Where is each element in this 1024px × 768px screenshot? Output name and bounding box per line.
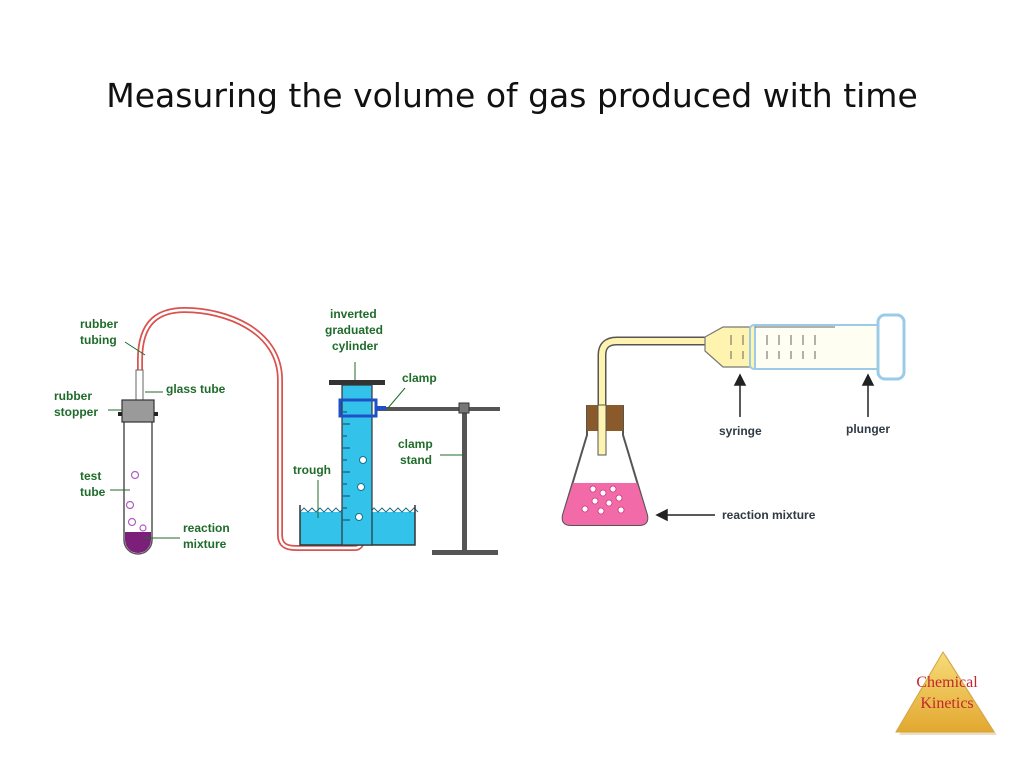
badge-triangle — [895, 651, 995, 733]
label-inverted-cylinder-1: inverted — [330, 307, 377, 321]
label-rubber-stopper-1: rubber — [54, 389, 92, 403]
label-rubber-tubing-1: rubber — [80, 317, 118, 331]
label-inverted-cylinder-2: graduated — [325, 323, 383, 337]
label-clamp: clamp — [402, 371, 437, 385]
slide-title: Measuring the volume of gas produced wit… — [106, 76, 918, 115]
gas-syringe-diagram: syringe plunger reaction mixture — [561, 313, 906, 526]
label-reaction-mixture-1: reaction — [183, 521, 230, 535]
arrows — [655, 373, 875, 522]
badge-line-1: Chemical — [916, 674, 978, 691]
label-reaction-mixture: reaction mixture — [722, 508, 816, 522]
label-trough: trough — [293, 463, 331, 477]
label-clamp-stand-1: clamp — [398, 437, 433, 451]
syringe-plunger — [754, 324, 884, 370]
badge-line-2: Kinetics — [920, 695, 973, 712]
label-plunger: plunger — [846, 422, 890, 436]
label-inverted-cylinder-3: cylinder — [332, 339, 378, 353]
label-syringe: syringe — [719, 424, 762, 438]
clamp-stand — [375, 402, 500, 555]
label-rubber-stopper-2: stopper — [54, 405, 98, 419]
label-test-tube-1: test — [80, 469, 101, 483]
bubbles-left — [125, 470, 147, 532]
bubbles-right — [581, 485, 625, 515]
label-glass-tube: glass tube — [166, 382, 226, 396]
rubber-stopper — [121, 399, 155, 423]
reaction-mixture-left — [125, 532, 151, 553]
syringe-graduations — [730, 326, 835, 359]
label-test-tube-2: tube — [80, 485, 106, 499]
clamp — [338, 398, 386, 418]
label-rubber-tubing-2: tubing — [80, 333, 117, 347]
gas-collection-over-water-diagram: rubber tubing glass tube rubber stopper … — [54, 306, 500, 555]
chemical-kinetics-badge: Chemical Kinetics — [895, 651, 997, 735]
syringe-nozzle — [704, 326, 756, 368]
reaction-mixture-right — [562, 483, 648, 525]
label-reaction-mixture-2: mixture — [183, 537, 227, 551]
inverted-graduated-cylinder — [329, 380, 385, 546]
label-clamp-stand-2: stand — [400, 453, 432, 467]
